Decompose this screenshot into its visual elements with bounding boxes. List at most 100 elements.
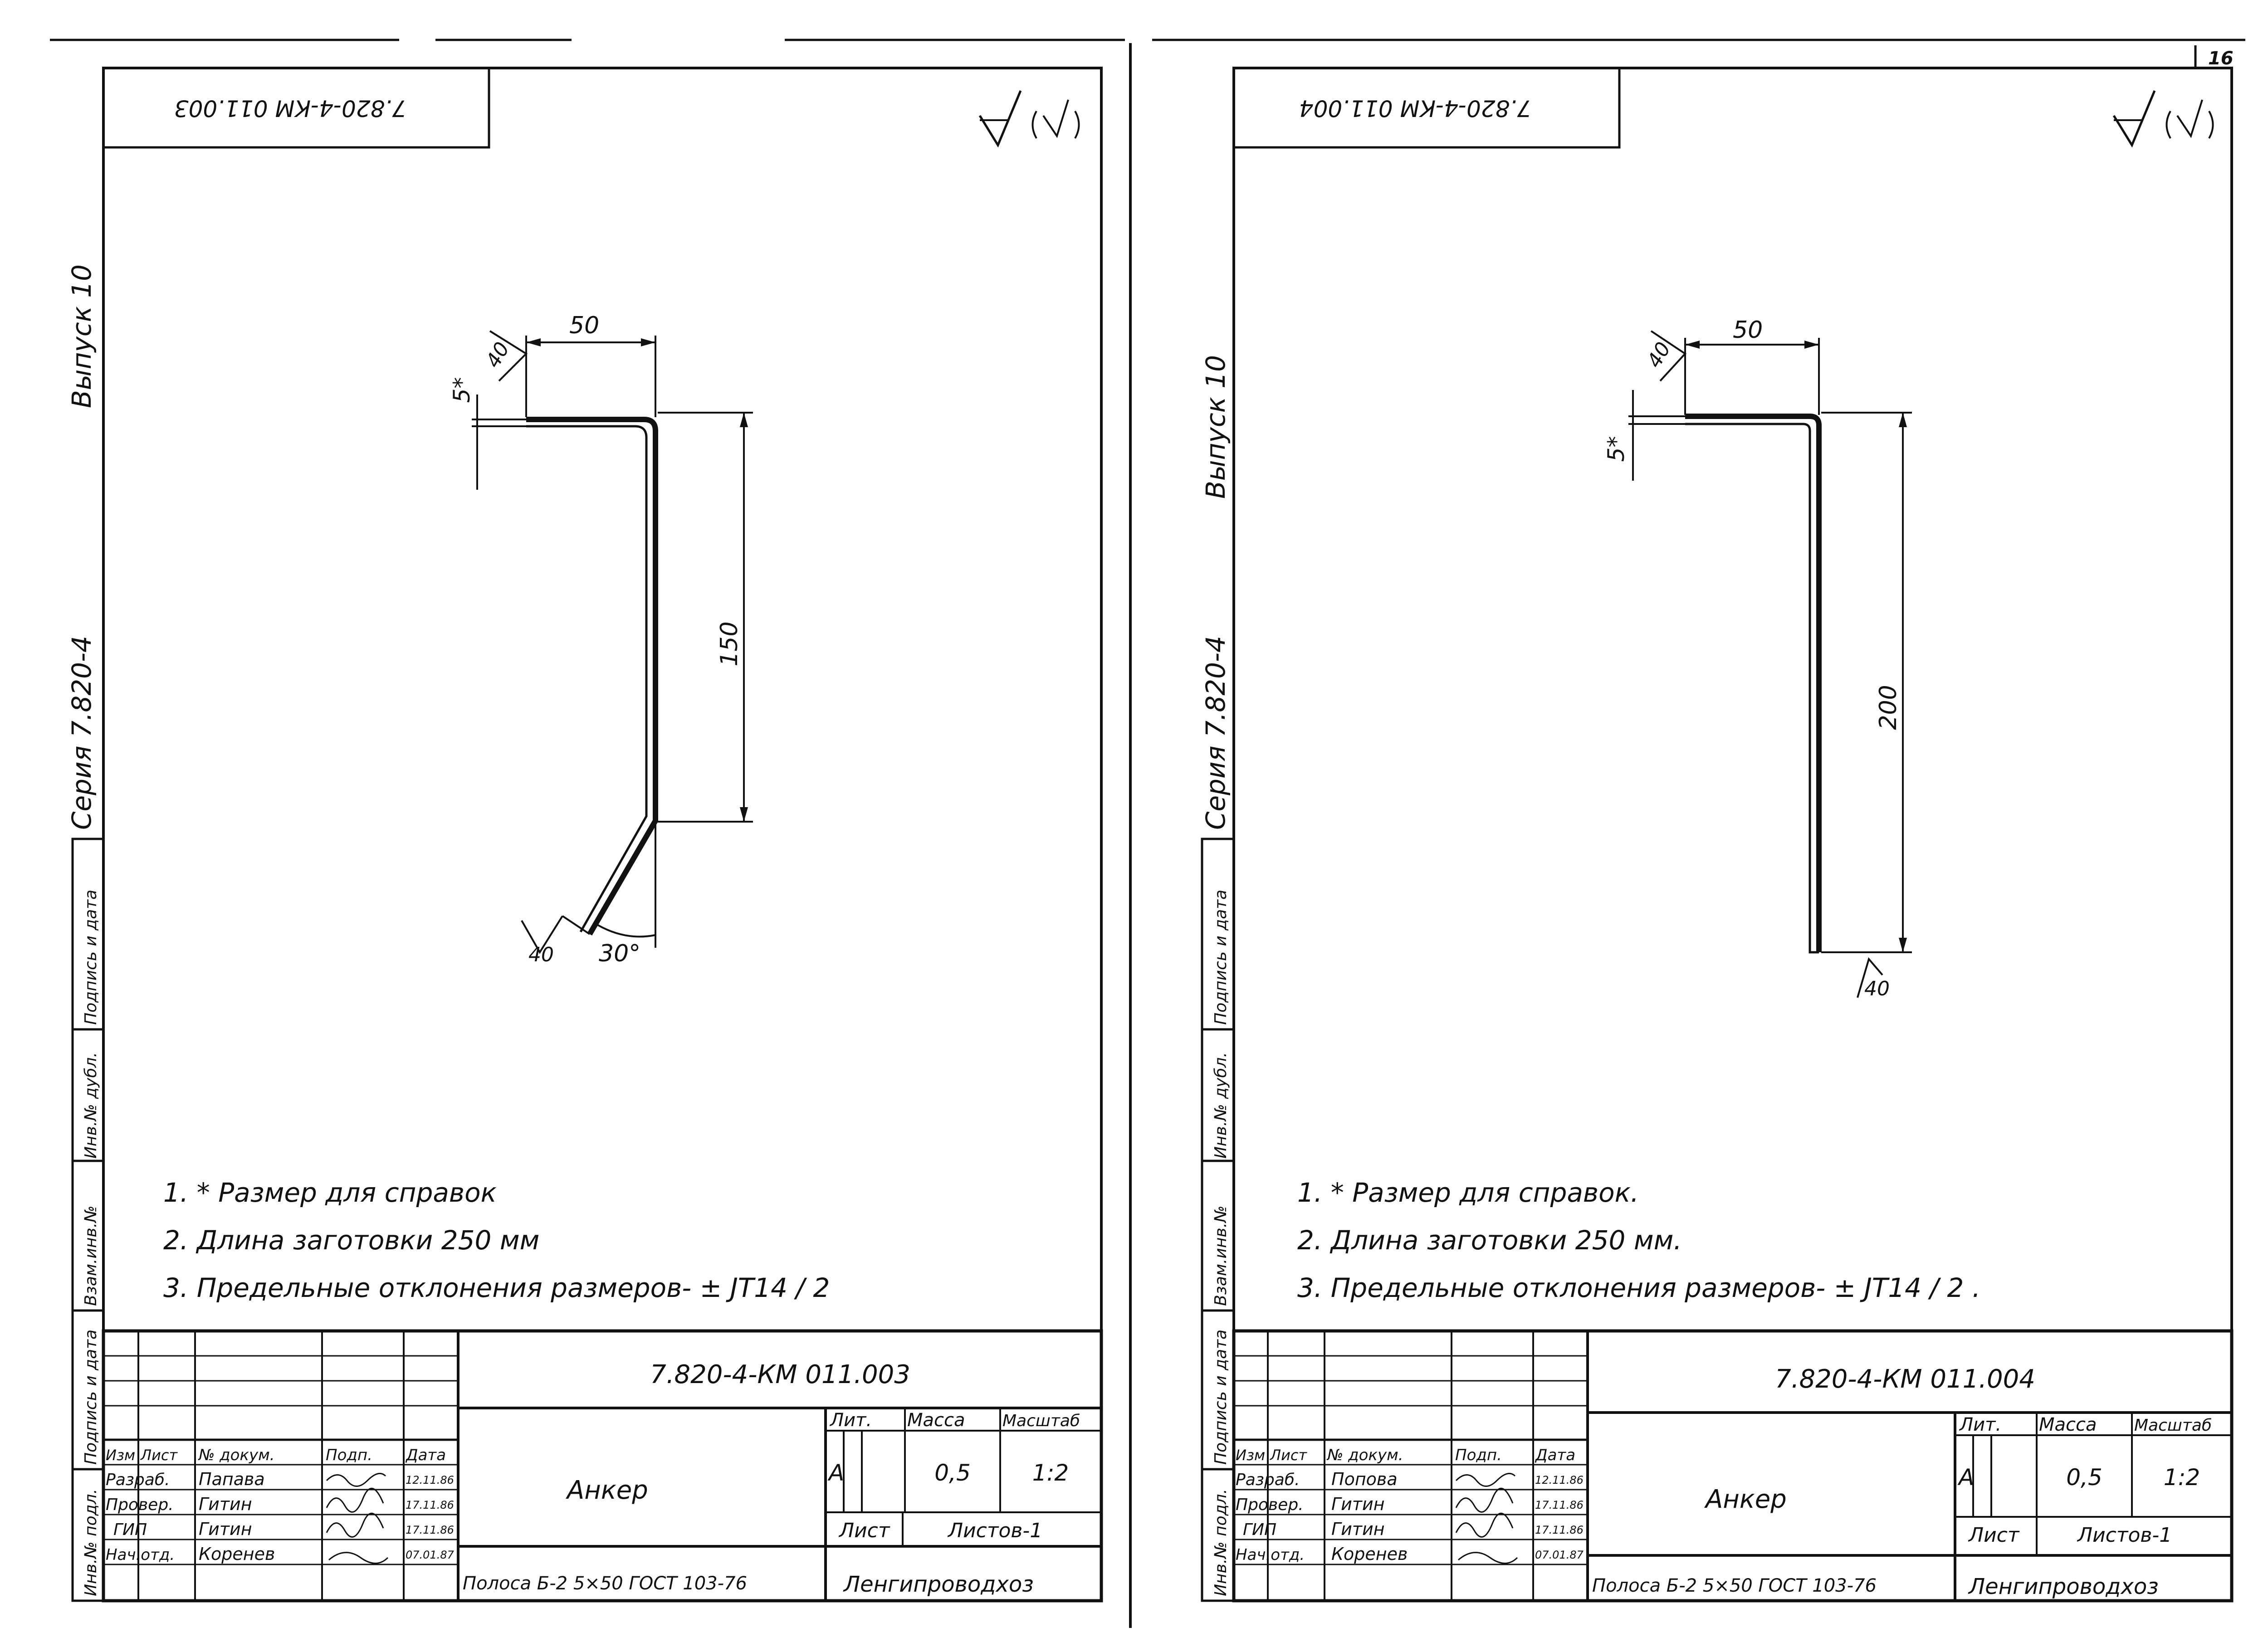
tb-name-1: Гитин bbox=[199, 1494, 252, 1514]
rough-end: 40 bbox=[528, 943, 554, 966]
tb-date-3: 07.01.87 bbox=[406, 1549, 455, 1561]
series-label: Серия 7.820-4 bbox=[66, 636, 97, 830]
tb-code: 7.820-4-КМ 011.004 bbox=[1775, 1364, 2035, 1394]
dim-angle: 30° bbox=[599, 940, 640, 967]
title-block bbox=[102, 1329, 1103, 1603]
sheet-right: 7.820-4-КМ 011.004 Выпуск 10 Серия 7.820… bbox=[1200, 67, 2234, 1603]
tb-name-2: Гитин bbox=[1331, 1519, 1385, 1539]
sheet-left: 7.820-4-КМ 011.003 Выпуск 10 Серия 7.820… bbox=[66, 67, 1103, 1603]
tb-date-0: 12.11.86 bbox=[406, 1474, 454, 1486]
tb-scale-value: 1:2 bbox=[1032, 1460, 1069, 1486]
tb-lit-value: А bbox=[1957, 1464, 1974, 1491]
tb-date-3: 07.01.87 bbox=[1535, 1549, 1584, 1561]
note-3: 3. Предельные отклонения размеров- ± JT1… bbox=[1297, 1272, 1980, 1303]
tb-organization: Ленгипроводхоз bbox=[843, 1572, 1034, 1597]
roughness-symbol bbox=[2112, 90, 2214, 148]
note-1: 1. * Размер для справок. bbox=[1297, 1177, 1639, 1208]
dim-vertical: 150 bbox=[716, 621, 743, 666]
dimensions bbox=[472, 330, 753, 954]
tb-role-1: Провер. bbox=[1236, 1496, 1304, 1514]
dim-vertical: 200 bbox=[1875, 685, 1902, 730]
side-stamp bbox=[71, 838, 105, 1602]
tb-role-2: ГИП bbox=[1243, 1520, 1276, 1539]
side-label-sign-2: Подпись и дата bbox=[82, 1330, 100, 1465]
tb-mass-label: Масса bbox=[2039, 1414, 2097, 1435]
tb-sheets-label: Листов-1 bbox=[947, 1519, 1042, 1542]
tb-header-sign: Подп. bbox=[1455, 1446, 1502, 1464]
tb-scale-value: 1:2 bbox=[2164, 1464, 2200, 1491]
tb-lit-label: Лит. bbox=[1959, 1414, 2001, 1435]
side-label-vzam: Взам.инв.№ bbox=[1212, 1205, 1230, 1306]
tb-mass-value: 0,5 bbox=[2066, 1464, 2102, 1491]
dim-reference: 5* bbox=[1603, 436, 1629, 462]
dimensions bbox=[1628, 330, 1912, 998]
signatures bbox=[326, 1472, 389, 1564]
tb-part-name: Анкер bbox=[1704, 1485, 1787, 1514]
tb-header-date: Дата bbox=[1535, 1446, 1575, 1464]
tb-date-1: 17.11.86 bbox=[406, 1499, 454, 1511]
tb-organization: Ленгипроводхоз bbox=[1968, 1574, 2159, 1599]
note-1: 1. * Размер для справок bbox=[163, 1177, 497, 1208]
tb-material: Полоса Б-2 5×50 ГОСТ 103-76 bbox=[463, 1573, 747, 1594]
side-stamp bbox=[1201, 838, 1235, 1602]
tb-role-0: Разраб. bbox=[106, 1471, 170, 1489]
dim-top: 50 bbox=[1733, 317, 1763, 344]
rotated-code: 7.820-4-КМ 011.003 bbox=[174, 95, 406, 122]
note-2: 2. Длина заготовки 250 мм bbox=[163, 1225, 539, 1256]
side-label-inv: Инв.№ подл. bbox=[1212, 1489, 1230, 1596]
tb-lit-label: Лит. bbox=[829, 1410, 872, 1431]
series-label: Серия 7.820-4 bbox=[1200, 636, 1231, 830]
tb-header-izm: Изм bbox=[106, 1447, 135, 1464]
tb-scale-label: Масштаб bbox=[2134, 1416, 2212, 1435]
tb-header-list: Лист bbox=[140, 1447, 178, 1464]
anchor-drawing bbox=[1685, 414, 1822, 954]
tb-sheets-label: Листов-1 bbox=[2077, 1524, 2172, 1547]
tb-header-sign: Подп. bbox=[326, 1446, 372, 1464]
sheet-frame bbox=[1232, 67, 2233, 1602]
note-3: 3. Предельные отклонения размеров- ± JT1… bbox=[163, 1272, 830, 1303]
tb-date-1: 17.11.86 bbox=[1535, 1499, 1584, 1511]
side-label-vzam: Взам.инв.№ bbox=[82, 1205, 100, 1306]
tb-header-doc: № докум. bbox=[1326, 1446, 1403, 1464]
tb-lit-value: А bbox=[827, 1460, 844, 1486]
side-label-sign-1: Подпись и дата bbox=[82, 890, 100, 1025]
side-label-dubl: Инв.№ дубл. bbox=[1212, 1052, 1230, 1159]
issue-label: Выпуск 10 bbox=[1200, 355, 1231, 499]
tb-role-3: Нач.отд. bbox=[106, 1546, 175, 1564]
side-label-sign-2: Подпись и дата bbox=[1212, 1330, 1230, 1465]
tb-date-2: 17.11.86 bbox=[406, 1524, 454, 1536]
tb-header-date: Дата bbox=[405, 1446, 446, 1464]
tb-sheet-label: Лист bbox=[1968, 1524, 2020, 1547]
tb-date-2: 17.11.86 bbox=[1535, 1524, 1584, 1536]
title-block bbox=[1232, 1329, 2234, 1603]
code-box bbox=[102, 67, 490, 149]
tb-header-list: Лист bbox=[1270, 1447, 1307, 1464]
tb-name-3: Коренев bbox=[1331, 1544, 1408, 1564]
tb-role-0: Разраб. bbox=[1236, 1471, 1300, 1489]
roughness-symbol bbox=[978, 90, 1080, 148]
note-2: 2. Длина заготовки 250 мм. bbox=[1297, 1225, 1682, 1256]
tb-name-3: Коренев bbox=[199, 1544, 275, 1564]
tb-date-0: 12.11.86 bbox=[1535, 1474, 1584, 1486]
rough-end: 40 bbox=[1864, 977, 1890, 1000]
code-box bbox=[1232, 67, 1621, 149]
tb-scale-label: Масштаб bbox=[1002, 1412, 1080, 1430]
issue-label: Выпуск 10 bbox=[66, 264, 97, 408]
sheet-frame bbox=[102, 67, 1103, 1602]
tb-role-1: Провер. bbox=[106, 1496, 174, 1514]
page-number: 16 bbox=[2208, 48, 2234, 69]
side-label-inv: Инв.№ подл. bbox=[82, 1489, 100, 1596]
dim-reference: 5* bbox=[449, 377, 475, 403]
anchor-drawing bbox=[526, 417, 658, 936]
tb-name-0: Папава bbox=[199, 1469, 265, 1489]
tb-role-2: ГИП bbox=[113, 1520, 147, 1539]
tb-name-0: Попова bbox=[1331, 1469, 1398, 1489]
tb-header-doc: № докум. bbox=[198, 1446, 275, 1464]
page-trim bbox=[50, 39, 2245, 1628]
tb-name-1: Гитин bbox=[1331, 1494, 1385, 1514]
tb-mass-value: 0,5 bbox=[934, 1460, 971, 1486]
side-label-dubl: Инв.№ дубл. bbox=[82, 1052, 100, 1159]
rotated-code: 7.820-4-КМ 011.004 bbox=[1299, 95, 1531, 122]
side-label-sign-1: Подпись и дата bbox=[1212, 890, 1230, 1025]
